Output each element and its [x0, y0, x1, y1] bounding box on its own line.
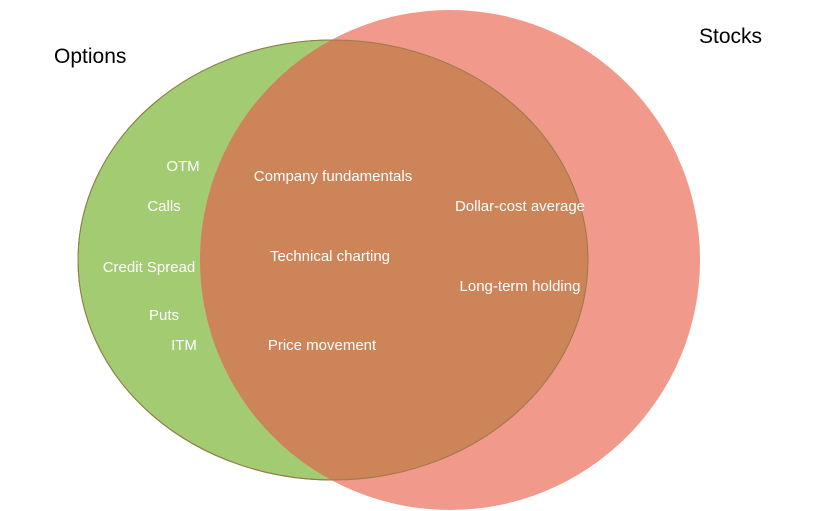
stocks-title: Stocks — [699, 25, 762, 48]
item-calls: Calls — [147, 198, 180, 215]
item-itm: ITM — [171, 337, 197, 354]
item-company-fundamentals: Company fundamentals — [254, 168, 412, 185]
item-otm: OTM — [166, 158, 199, 175]
item-credit-spread: Credit Spread — [103, 259, 196, 276]
item-technical-charting: Technical charting — [270, 248, 390, 265]
overlap-outline — [77, 39, 589, 481]
options-title: Options — [54, 45, 126, 68]
item-price-movement: Price movement — [268, 337, 377, 354]
item-puts: Puts — [149, 307, 179, 324]
item-long-term-holding: Long-term holding — [460, 278, 581, 295]
item-dollar-cost-average: Dollar-cost average — [455, 198, 585, 215]
